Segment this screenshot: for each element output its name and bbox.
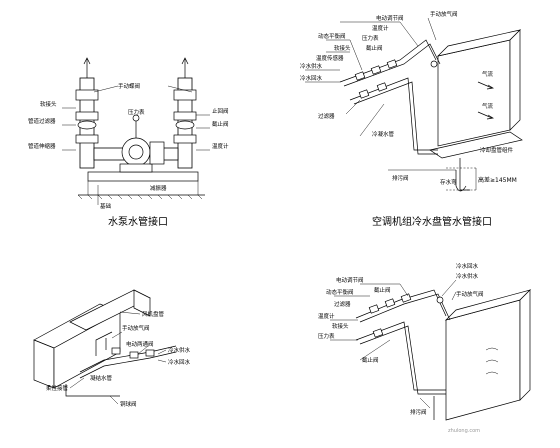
ahu-label: 排污阀 bbox=[392, 174, 409, 182]
fcu-label: 凝结水管 bbox=[90, 374, 113, 382]
ahu-bottom-label: 手动放气阀 bbox=[456, 290, 484, 298]
pump-label: 手动蝶阀 bbox=[118, 82, 140, 90]
fcu-label: 柔性接管 bbox=[46, 384, 69, 392]
ahu-bottom-unit bbox=[445, 299, 521, 421]
ahu-label: 冷水供水 bbox=[300, 62, 323, 70]
caption-ahu: 空调机组冷水盘管水管接口 bbox=[372, 215, 492, 228]
ahu-label: 冷却盘管组件 bbox=[480, 146, 514, 154]
fcu-condensate-pipe bbox=[65, 384, 120, 397]
ahu-label: 气流 bbox=[482, 70, 494, 78]
pump-label: 管道过滤器 bbox=[28, 117, 56, 125]
pump-label: 截止阀 bbox=[212, 120, 229, 128]
ahu-bottom-return-pipe bbox=[355, 321, 446, 391]
fcu-label: 电动两通阀 bbox=[126, 340, 154, 348]
pump-labels: 手动蝶阀 压力表 软接头 管道过滤器 管道伸缩器 止回阀 截止阀 温度计 减振器… bbox=[28, 82, 229, 210]
ahu-top-diagram bbox=[305, 17, 523, 192]
ahu-dimension: 高差≥145MM bbox=[478, 176, 517, 184]
ahu-bottom-label: 温度计 bbox=[318, 312, 335, 320]
ahu-label: 过滤器 bbox=[318, 112, 335, 120]
ahu-label: 温度传感器 bbox=[316, 54, 344, 62]
ahu-label: 电动调节阀 bbox=[376, 14, 404, 22]
fcu-label: 冷水供水 bbox=[168, 346, 191, 354]
ahu-label: 软接头 bbox=[334, 44, 351, 52]
ahu-label: 存水弯 bbox=[440, 178, 457, 186]
pump-label: 管道伸缩器 bbox=[28, 142, 56, 150]
ahu-label: 冷水回水 bbox=[300, 74, 323, 82]
airflow-arrow-icon bbox=[486, 84, 494, 90]
fcu-diagram bbox=[33, 289, 177, 405]
ahu-supply-pipe bbox=[339, 39, 437, 83]
pump-label: 减振器 bbox=[150, 184, 167, 192]
ahu-top-labels: 电动调节阀 温度计 压力表 截止阀 软接头 动态平衡阀 温度传感器 冷水供水 冷… bbox=[300, 10, 517, 186]
ahu-bottom-label: 冷水供水 bbox=[456, 272, 479, 280]
ahu-bottom-label: 截止阀 bbox=[362, 356, 379, 364]
pump-label: 基础 bbox=[100, 202, 112, 210]
airflow-arrow-icon bbox=[486, 114, 494, 120]
pump-left-valve bbox=[75, 89, 99, 101]
ahu-label: 温度计 bbox=[372, 24, 389, 32]
fcu-label: 手动放气阀 bbox=[122, 324, 150, 332]
footer-watermark: zhulong.com bbox=[448, 428, 480, 434]
fcu-label: 铜球阀 bbox=[120, 400, 137, 408]
pump-right-valve bbox=[173, 89, 197, 101]
ahu-bottom-label: 过滤器 bbox=[334, 300, 351, 308]
pump-label: 止回阀 bbox=[212, 107, 229, 115]
ahu-bottom-label: 截止阀 bbox=[374, 286, 391, 294]
ahu-label: 压力表 bbox=[362, 34, 379, 42]
pump-label: 压力表 bbox=[128, 108, 145, 116]
pressure-gauge-icon bbox=[132, 114, 140, 122]
ahu-label: 手动放气阀 bbox=[430, 10, 458, 18]
pump-diagram bbox=[62, 57, 210, 205]
ahu-bottom-label: 动态平衡阀 bbox=[326, 288, 354, 296]
ahu-bottom-labels: 电动调节阀 动态平衡阀 截止阀 过滤器 温度计 压力表 软接头 手动放气阀 冷水… bbox=[318, 262, 484, 416]
ahu-unit-front bbox=[437, 39, 511, 147]
ahu-label: 冷凝水管 bbox=[372, 130, 395, 138]
ahu-bottom-supply-pipe bbox=[355, 289, 447, 319]
ahu-label: 截止阀 bbox=[366, 44, 383, 52]
ahu-bottom-label: 软接头 bbox=[332, 322, 349, 330]
ahu-bottom-label: 冷水回水 bbox=[456, 262, 479, 270]
fcu-labels: 风机盘管 手动放气阀 电动两通阀 冷水供水 冷水回水 柔性接管 凝结水管 铜球阀 bbox=[46, 310, 191, 408]
condensate-pipe bbox=[459, 158, 470, 191]
trap-icon bbox=[455, 170, 467, 192]
ahu-bottom-label: 电动调节阀 bbox=[336, 276, 364, 284]
ahu-drain-pan bbox=[429, 131, 523, 159]
fcu-label: 冷水回水 bbox=[168, 358, 191, 366]
floor-hatch bbox=[77, 194, 203, 200]
ahu-bottom-diagram bbox=[330, 279, 532, 421]
fcu-label: 风机盘管 bbox=[142, 310, 165, 318]
pump-label: 温度计 bbox=[212, 142, 229, 150]
ahu-bottom-label: 压力表 bbox=[318, 332, 335, 340]
pump-foundation bbox=[87, 171, 199, 182]
ahu-label: 动态平衡阀 bbox=[318, 32, 346, 40]
ahu-label: 气流 bbox=[482, 102, 494, 110]
pump-label: 软接头 bbox=[40, 100, 57, 108]
caption-pump: 水泵水管接口 bbox=[108, 215, 168, 228]
fcu-supply-pipe bbox=[79, 345, 177, 373]
ahu-bottom-label: 排污阀 bbox=[410, 408, 427, 416]
pump-motor bbox=[149, 141, 165, 165]
